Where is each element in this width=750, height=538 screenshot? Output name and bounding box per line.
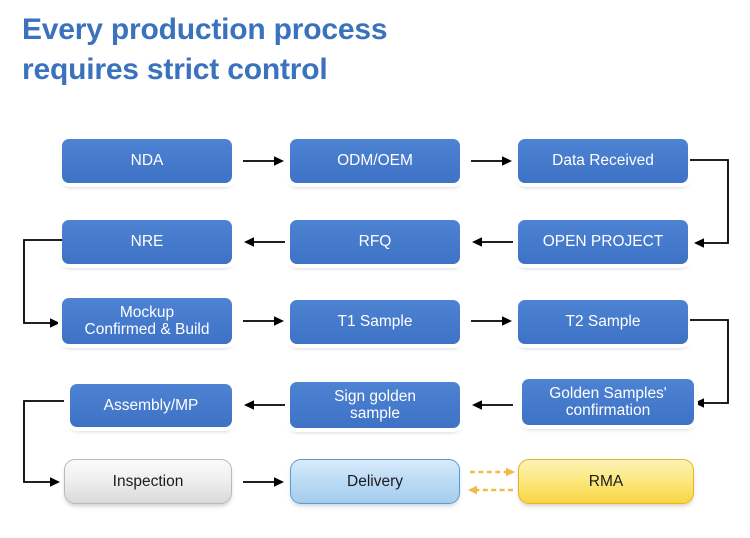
arrow-golden-samples-to-sign-golden bbox=[471, 398, 513, 412]
node-t1-sample-label: T1 Sample bbox=[337, 313, 413, 331]
page-title-line-2: requires strict control bbox=[22, 52, 328, 86]
arrow-odm-to-data-received bbox=[471, 154, 513, 168]
arrow-nda-to-odm bbox=[243, 154, 285, 168]
node-t1-sample[interactable]: T1 Sample bbox=[290, 300, 460, 344]
page-title: Every production process requires strict… bbox=[22, 10, 492, 89]
connector-nre-to-mockup bbox=[14, 235, 66, 331]
connector-assembly-to-inspection bbox=[14, 396, 66, 492]
arrow-rfq-to-nre bbox=[243, 235, 285, 249]
node-rfq-label: RFQ bbox=[358, 233, 392, 251]
node-open-project[interactable]: OPEN PROJECT bbox=[518, 220, 688, 264]
node-rma[interactable]: RMA bbox=[518, 459, 694, 504]
page-title-line-1: Every production process bbox=[22, 13, 388, 46]
node-sign-golden-sample-line-1: Sign golden bbox=[334, 387, 416, 405]
node-rfq[interactable]: RFQ bbox=[290, 220, 460, 264]
connector-delivery-rma-return-loop bbox=[468, 465, 519, 499]
arrow-inspection-to-delivery bbox=[243, 475, 285, 489]
connector-data-received-to-open-project bbox=[690, 155, 740, 250]
dashed-arrowhead-right bbox=[506, 467, 515, 477]
node-nda-label: NDA bbox=[130, 152, 164, 170]
node-odm-oem[interactable]: ODM/OEM bbox=[290, 139, 460, 183]
node-inspection-label: Inspection bbox=[112, 472, 184, 490]
node-mockup-confirmed-build-line-1: Mockup bbox=[119, 303, 175, 321]
node-sign-golden-sample-line-2: sample bbox=[350, 405, 400, 422]
arrow-t1-to-t2-sample bbox=[471, 314, 513, 328]
node-delivery-label: Delivery bbox=[347, 472, 403, 490]
node-mockup-confirmed-build-line-2: Confirmed & Build bbox=[84, 321, 210, 338]
node-t2-sample[interactable]: T2 Sample bbox=[518, 300, 688, 344]
node-assembly-mp-label: Assembly/MP bbox=[103, 396, 199, 414]
node-nre[interactable]: NRE bbox=[62, 220, 232, 264]
dashed-arrowhead-left bbox=[468, 485, 477, 495]
arrow-open-project-to-rfq bbox=[471, 235, 513, 249]
node-mockup-confirmed-build[interactable]: Mockup Confirmed & Build bbox=[62, 298, 232, 344]
node-t2-sample-label: T2 Sample bbox=[565, 313, 641, 331]
node-odm-oem-label: ODM/OEM bbox=[337, 152, 413, 170]
connector-t2-sample-to-golden-samples bbox=[690, 315, 740, 410]
node-golden-samples-confirmation-line-2: confirmation bbox=[565, 402, 651, 419]
node-inspection[interactable]: Inspection bbox=[64, 459, 232, 504]
node-nda[interactable]: NDA bbox=[62, 139, 232, 183]
arrow-sign-golden-to-assembly bbox=[243, 398, 285, 412]
node-data-received-label: Data Received bbox=[552, 152, 654, 170]
node-open-project-label: OPEN PROJECT bbox=[542, 233, 664, 251]
arrow-mockup-to-t1-sample bbox=[243, 314, 285, 328]
node-data-received[interactable]: Data Received bbox=[518, 139, 688, 183]
node-golden-samples-confirmation-line-1: Golden Samples' bbox=[549, 384, 667, 402]
node-sign-golden-sample[interactable]: Sign golden sample bbox=[290, 382, 460, 428]
node-delivery[interactable]: Delivery bbox=[290, 459, 460, 504]
node-nre-label: NRE bbox=[130, 233, 164, 251]
node-golden-samples-confirmation[interactable]: Golden Samples' confirmation bbox=[522, 379, 694, 425]
node-rma-label: RMA bbox=[588, 472, 624, 490]
node-assembly-mp[interactable]: Assembly/MP bbox=[70, 384, 232, 427]
